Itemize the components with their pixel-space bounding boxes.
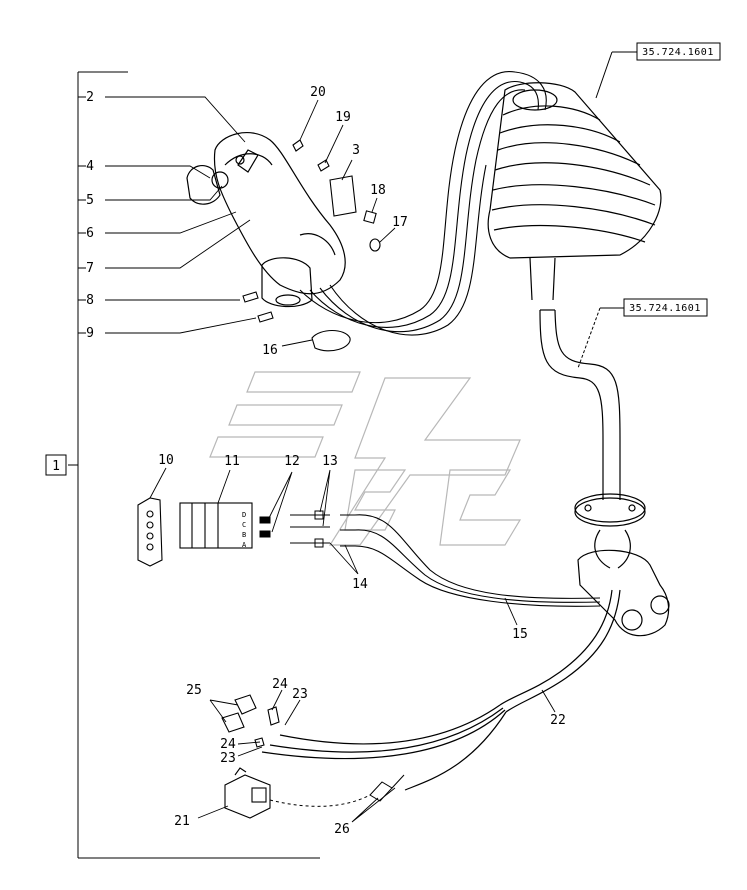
callout-9: 9 (86, 326, 94, 341)
connector-wires (354, 514, 601, 607)
callout-23-bottom: 23 (220, 751, 236, 766)
callout-20: 20 (310, 85, 326, 100)
callout-8: 8 (86, 293, 94, 308)
callout-6: 6 (86, 226, 94, 241)
wire-26 (269, 774, 405, 807)
main-cable-sheath (539, 309, 621, 500)
callout-11: 11 (224, 454, 240, 469)
reference-box-mid[interactable]: 35.724.1601 (623, 298, 708, 317)
group-box-label: 1 (52, 459, 60, 474)
group-box-1: 1 (45, 454, 67, 476)
callout-5: 5 (86, 193, 94, 208)
screw-9 (257, 311, 274, 323)
callout-24-top: 24 (272, 677, 288, 692)
connector-assembly (137, 497, 253, 567)
callout-numbers: 2 4 5 6 7 8 9 20 19 3 18 17 16 10 11 12 … (86, 85, 566, 837)
harness-22 (261, 589, 621, 791)
callout-19: 19 (335, 110, 351, 125)
connector-pin-b: B (242, 531, 246, 539)
connector-seal-10 (137, 497, 163, 567)
reference-top-label: 35.724.1601 (642, 47, 714, 58)
joystick-handle (186, 131, 346, 308)
connector-pin-c: C (242, 521, 246, 529)
retaining-ring-16 (311, 329, 351, 352)
screw-19 (317, 159, 330, 172)
connector-pin-d: D (242, 511, 246, 519)
callout-15: 15 (512, 627, 528, 642)
hardware-parts (242, 139, 381, 352)
callout-14: 14 (352, 577, 368, 592)
callout-4: 4 (86, 159, 94, 174)
handle-wires (299, 71, 547, 336)
callout-17: 17 (392, 215, 408, 230)
mounting-bracket (574, 493, 670, 637)
small-connectors (221, 694, 280, 748)
leader-lines (105, 96, 556, 823)
callout-2: 2 (86, 90, 94, 105)
connector-pin-a: A (242, 541, 247, 549)
rubber-boot (487, 82, 662, 301)
switch-21 (224, 767, 271, 819)
callout-13: 13 (322, 454, 338, 469)
callout-3: 3 (352, 143, 360, 158)
callout-22: 22 (550, 713, 566, 728)
callout-25: 25 (186, 683, 202, 698)
decal-3 (329, 175, 357, 217)
callout-23-top: 23 (292, 687, 308, 702)
callout-10: 10 (158, 453, 174, 468)
reference-mid-label: 35.724.1601 (629, 303, 701, 314)
watermark-logo (209, 371, 522, 546)
callout-24-bottom: 24 (220, 737, 236, 752)
connector-housing-11 (179, 502, 253, 549)
callout-18: 18 (370, 183, 386, 198)
reference-box-top[interactable]: 35.724.1601 (636, 42, 721, 61)
callout-7: 7 (86, 261, 94, 276)
callout-12: 12 (284, 454, 300, 469)
washer-17 (369, 238, 381, 252)
callout-16: 16 (262, 343, 278, 358)
screw-8 (242, 291, 259, 303)
screw-20 (292, 139, 304, 152)
callout-21: 21 (174, 814, 190, 829)
group-bracket (68, 71, 320, 859)
terminals (259, 510, 355, 548)
callout-26: 26 (334, 822, 350, 837)
cap-18 (363, 210, 377, 224)
